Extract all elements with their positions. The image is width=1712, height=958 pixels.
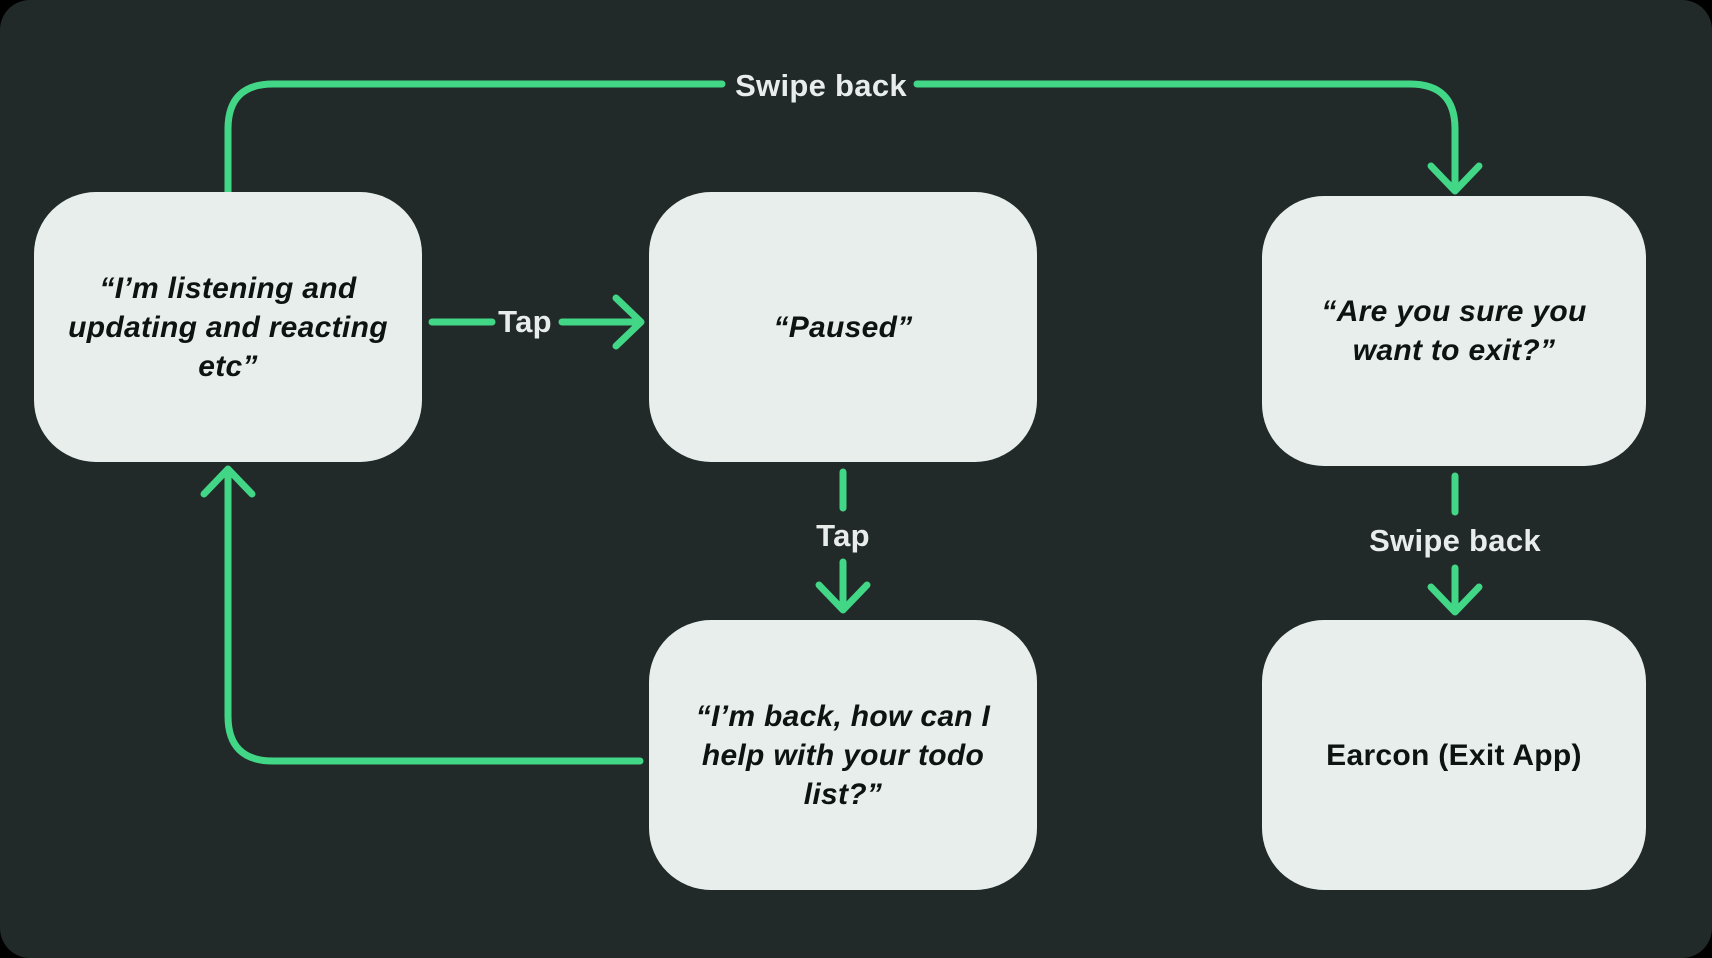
node-listening-label: “I’m listening and updating and reacting…: [68, 271, 388, 383]
arrow-loop-back-arrowhead: [200, 465, 256, 498]
node-paused-label: “Paused”: [773, 310, 913, 344]
arrow-swipe-back-top-arrowhead: [1427, 162, 1483, 195]
node-listening: “I’m listening and updating and reacting…: [34, 192, 422, 462]
arrow-swipe-back-top-right-segment: [913, 80, 1459, 192]
arrow-tap-horizontal-arrowhead: [612, 294, 645, 350]
arrow-loop-back-segment: [224, 467, 644, 765]
node-confirm-exit: “Are you sure you want to exit?”: [1262, 196, 1646, 466]
edge-label-swipe-back-vertical: Swipe back: [1369, 523, 1541, 558]
node-back-todo-label: “I’m back, how can I help with your todo…: [695, 699, 991, 811]
edge-label-tap-vertical: Tap: [816, 518, 870, 553]
node-earcon-exit: Earcon (Exit App): [1262, 620, 1646, 890]
arrow-swipe-back-vertical-arrowhead: [1427, 583, 1483, 616]
edge-label-tap-horizontal: Tap: [498, 304, 552, 339]
node-confirm-exit-label: “Are you sure you want to exit?”: [1321, 295, 1587, 367]
node-back-todo: “I’m back, how can I help with your todo…: [649, 620, 1037, 890]
edge-label-swipe-back-top: Swipe back: [735, 68, 907, 103]
arrow-tap-vertical-arrowhead: [815, 581, 871, 614]
arrow-swipe-back-top-left-segment: [224, 80, 726, 196]
node-earcon-exit-label: Earcon (Exit App): [1326, 738, 1582, 772]
node-paused: “Paused”: [649, 192, 1037, 462]
